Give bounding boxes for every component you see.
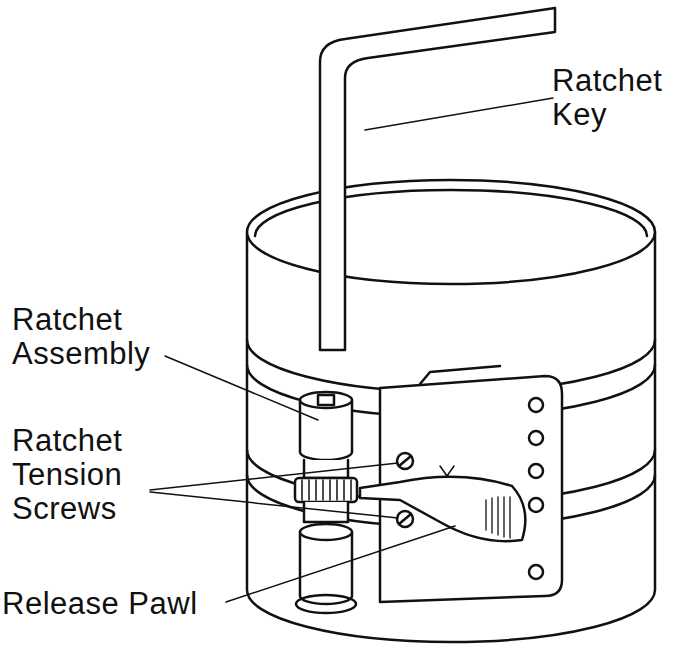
spool-base: [296, 595, 356, 613]
ratchet-gear: [295, 478, 357, 502]
plate-hole: [529, 431, 543, 445]
ratchet-key-symbol: [320, 8, 555, 350]
lower-spool: [300, 532, 352, 604]
plate-tab: [420, 366, 500, 384]
leader-line: [150, 463, 398, 490]
plate-hole: [529, 398, 543, 412]
cylinder-body: [247, 232, 655, 642]
screw-slot: [399, 456, 411, 466]
leader-line: [226, 526, 455, 602]
release-pawl-symbol: [360, 477, 525, 541]
lower-spool-top: [300, 524, 352, 540]
cylinder-inner-rim: [255, 190, 647, 236]
part-label: Ratchet Key: [552, 64, 679, 132]
part-label: Release Pawl: [2, 587, 282, 621]
pawl-grip: [486, 497, 510, 538]
plate-hole: [529, 464, 543, 478]
leader-line: [150, 492, 398, 518]
tension-screw: [397, 453, 413, 469]
part-label: Ratchet Tension Screws: [12, 424, 162, 526]
plate-hole: [529, 498, 543, 512]
square-drive: [318, 395, 334, 405]
tension-screw: [397, 511, 413, 527]
part-label: Ratchet Assembly: [12, 303, 177, 371]
leader-line: [365, 98, 553, 130]
plate-hole: [529, 565, 543, 579]
cylinder-rim: [247, 180, 655, 284]
leader-line: [165, 356, 318, 420]
screw-slot: [399, 514, 411, 524]
gear-teeth: [302, 480, 351, 500]
upper-spool-top: [300, 392, 352, 408]
